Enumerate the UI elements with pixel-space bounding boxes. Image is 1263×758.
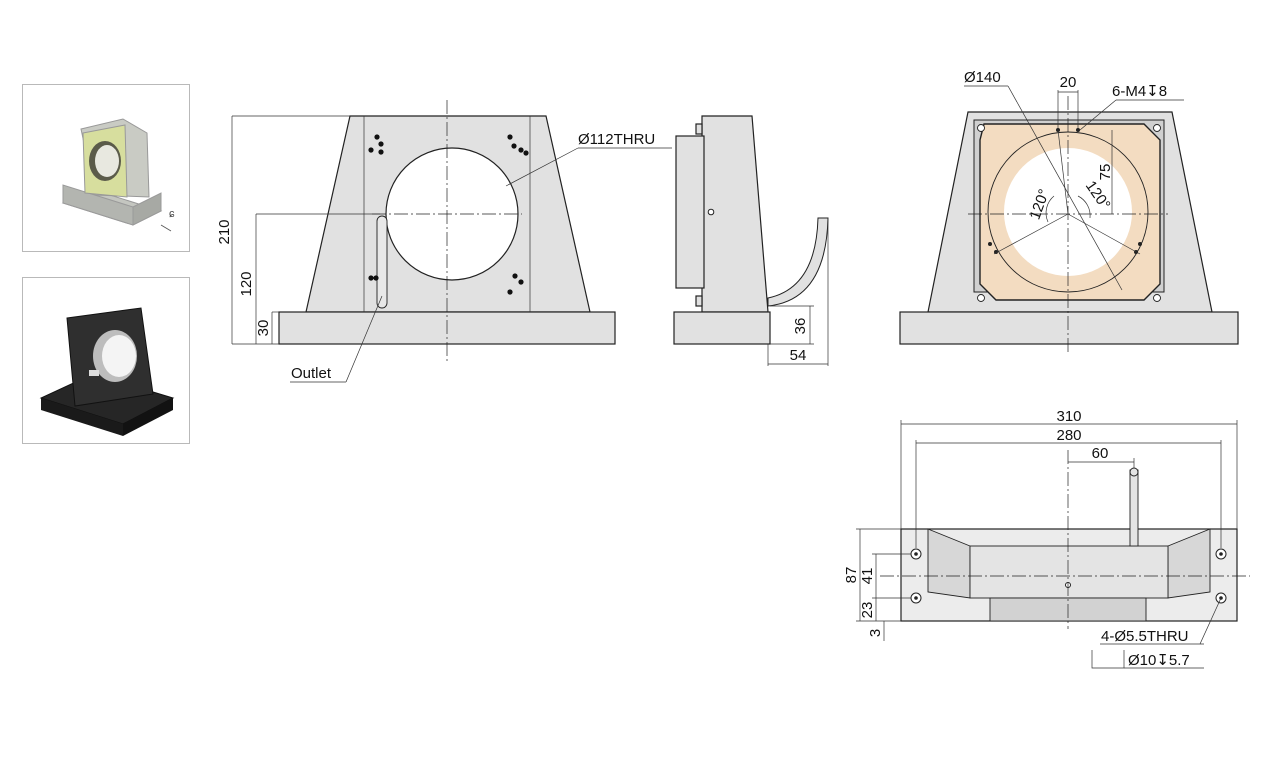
dim-offset: 75 [1097, 164, 1114, 181]
label-thread: 6-M4↧8 [1112, 83, 1167, 100]
dim-lip: 3 [867, 629, 884, 637]
outlet-slot [376, 215, 388, 309]
side-plate [675, 135, 705, 289]
dim-width-holes: 280 [1056, 427, 1081, 444]
label-outlet: Outlet [291, 365, 332, 382]
label-counterbore: Ø10↧5.7 [1128, 652, 1190, 669]
front-holes [368, 134, 529, 295]
dim-width-center: 60 [1092, 445, 1109, 462]
rear-base [899, 311, 1239, 345]
dim-width-total: 310 [1056, 408, 1081, 425]
cable-stub [1129, 469, 1139, 547]
label-hole-thru: 4-Ø5.5THRU [1101, 628, 1189, 645]
dim-center-height: 120 [238, 271, 255, 296]
thumbnail-bracket-black [22, 277, 190, 444]
dim-bolt-circle: Ø140 [964, 69, 1001, 86]
bracket-render-yellow: ɕ [61, 118, 175, 232]
side-view: 36 54 [673, 115, 829, 366]
rear-view: 120° 120° Ø140 20 6-M4↧8 75 [899, 69, 1239, 352]
dim-base-height: 30 [255, 320, 272, 337]
axis-glyph: ɕ [169, 208, 175, 220]
counterbore-symbol [1091, 650, 1125, 669]
dim-edge-offset: 23 [859, 602, 876, 619]
thumbnail-bracket-yellow: ɕ [22, 84, 190, 252]
side-base [673, 311, 771, 345]
bottom-view: 310 280 60 87 41 23 3 4-Ø5.5THRU Ø10↧5.7 [843, 408, 1250, 669]
dim-total-height: 210 [216, 219, 233, 244]
dim-depth-total: 87 [843, 567, 860, 584]
bracket-render-black [39, 307, 175, 436]
front-view: 210 120 30 Ø112THRU Outlet [216, 100, 672, 383]
rear-corner-holes [977, 124, 1161, 302]
dim-cable-depth: 54 [790, 347, 807, 364]
cable-outlet [767, 217, 829, 307]
dim-spacing: 20 [1060, 74, 1077, 91]
label-bore: Ø112THRU [578, 131, 655, 148]
dim-cable-height: 36 [792, 318, 809, 335]
dim-depth-holes: 41 [859, 568, 876, 585]
